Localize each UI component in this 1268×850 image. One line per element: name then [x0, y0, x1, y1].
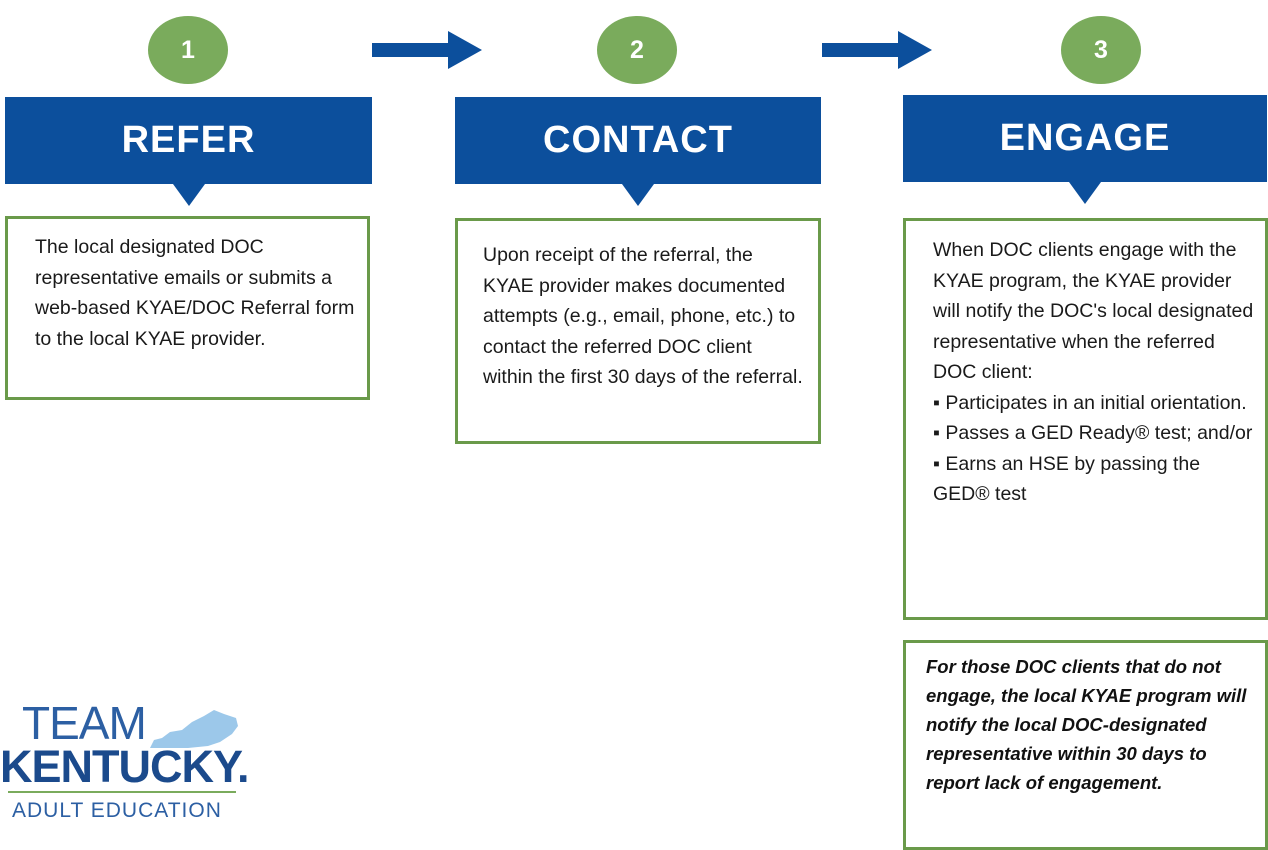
- arrow-right-icon: [372, 31, 482, 69]
- step-1-description: The local designated DOC representative …: [35, 236, 355, 350]
- arrow-right-icon: [822, 31, 932, 69]
- non-engagement-note: For those DOC clients that do not engage…: [926, 656, 1247, 793]
- kentucky-state-shape-icon: [150, 710, 238, 748]
- non-engagement-note-box: For those DOC clients that do not engage…: [903, 640, 1268, 850]
- step-2-description: Upon receipt of the referral, the KYAE p…: [483, 244, 803, 388]
- step-2-title-banner: CONTACT: [455, 97, 821, 206]
- step-1-title-banner: REFER: [5, 97, 372, 206]
- step-2-description-box: Upon receipt of the referral, the KYAE p…: [455, 218, 821, 444]
- step-3-intro: When DOC clients engage with the KYAE pr…: [933, 239, 1254, 383]
- list-item: Passes a GED Ready® test; and/or: [933, 418, 1255, 449]
- step-1-number-circle: 1: [148, 16, 228, 84]
- step-3-title-banner: ENGAGE: [903, 95, 1267, 204]
- list-item: Earns an HSE by passing the GED® test: [933, 449, 1255, 510]
- logo-adult-education-text: ADULT EDUCATION: [12, 799, 222, 822]
- logo-kentucky-text: KENTUCKY.: [0, 741, 250, 792]
- logo-team-text: TEAM: [22, 697, 147, 749]
- list-item: Participates in an initial orientation.: [933, 388, 1255, 419]
- team-kentucky-adult-education-logo: TEAM KENTUCKY. ADULT EDUCATION: [0, 700, 260, 830]
- step-3-number-circle: 3: [1061, 16, 1141, 84]
- step-2-number-circle: 2: [597, 16, 677, 84]
- step-3-bullet-list: Participates in an initial orientation. …: [933, 388, 1255, 510]
- logo-divider: [8, 791, 236, 793]
- step-1-description-box: The local designated DOC representative …: [5, 216, 370, 400]
- step-3-description-box: When DOC clients engage with the KYAE pr…: [903, 218, 1268, 620]
